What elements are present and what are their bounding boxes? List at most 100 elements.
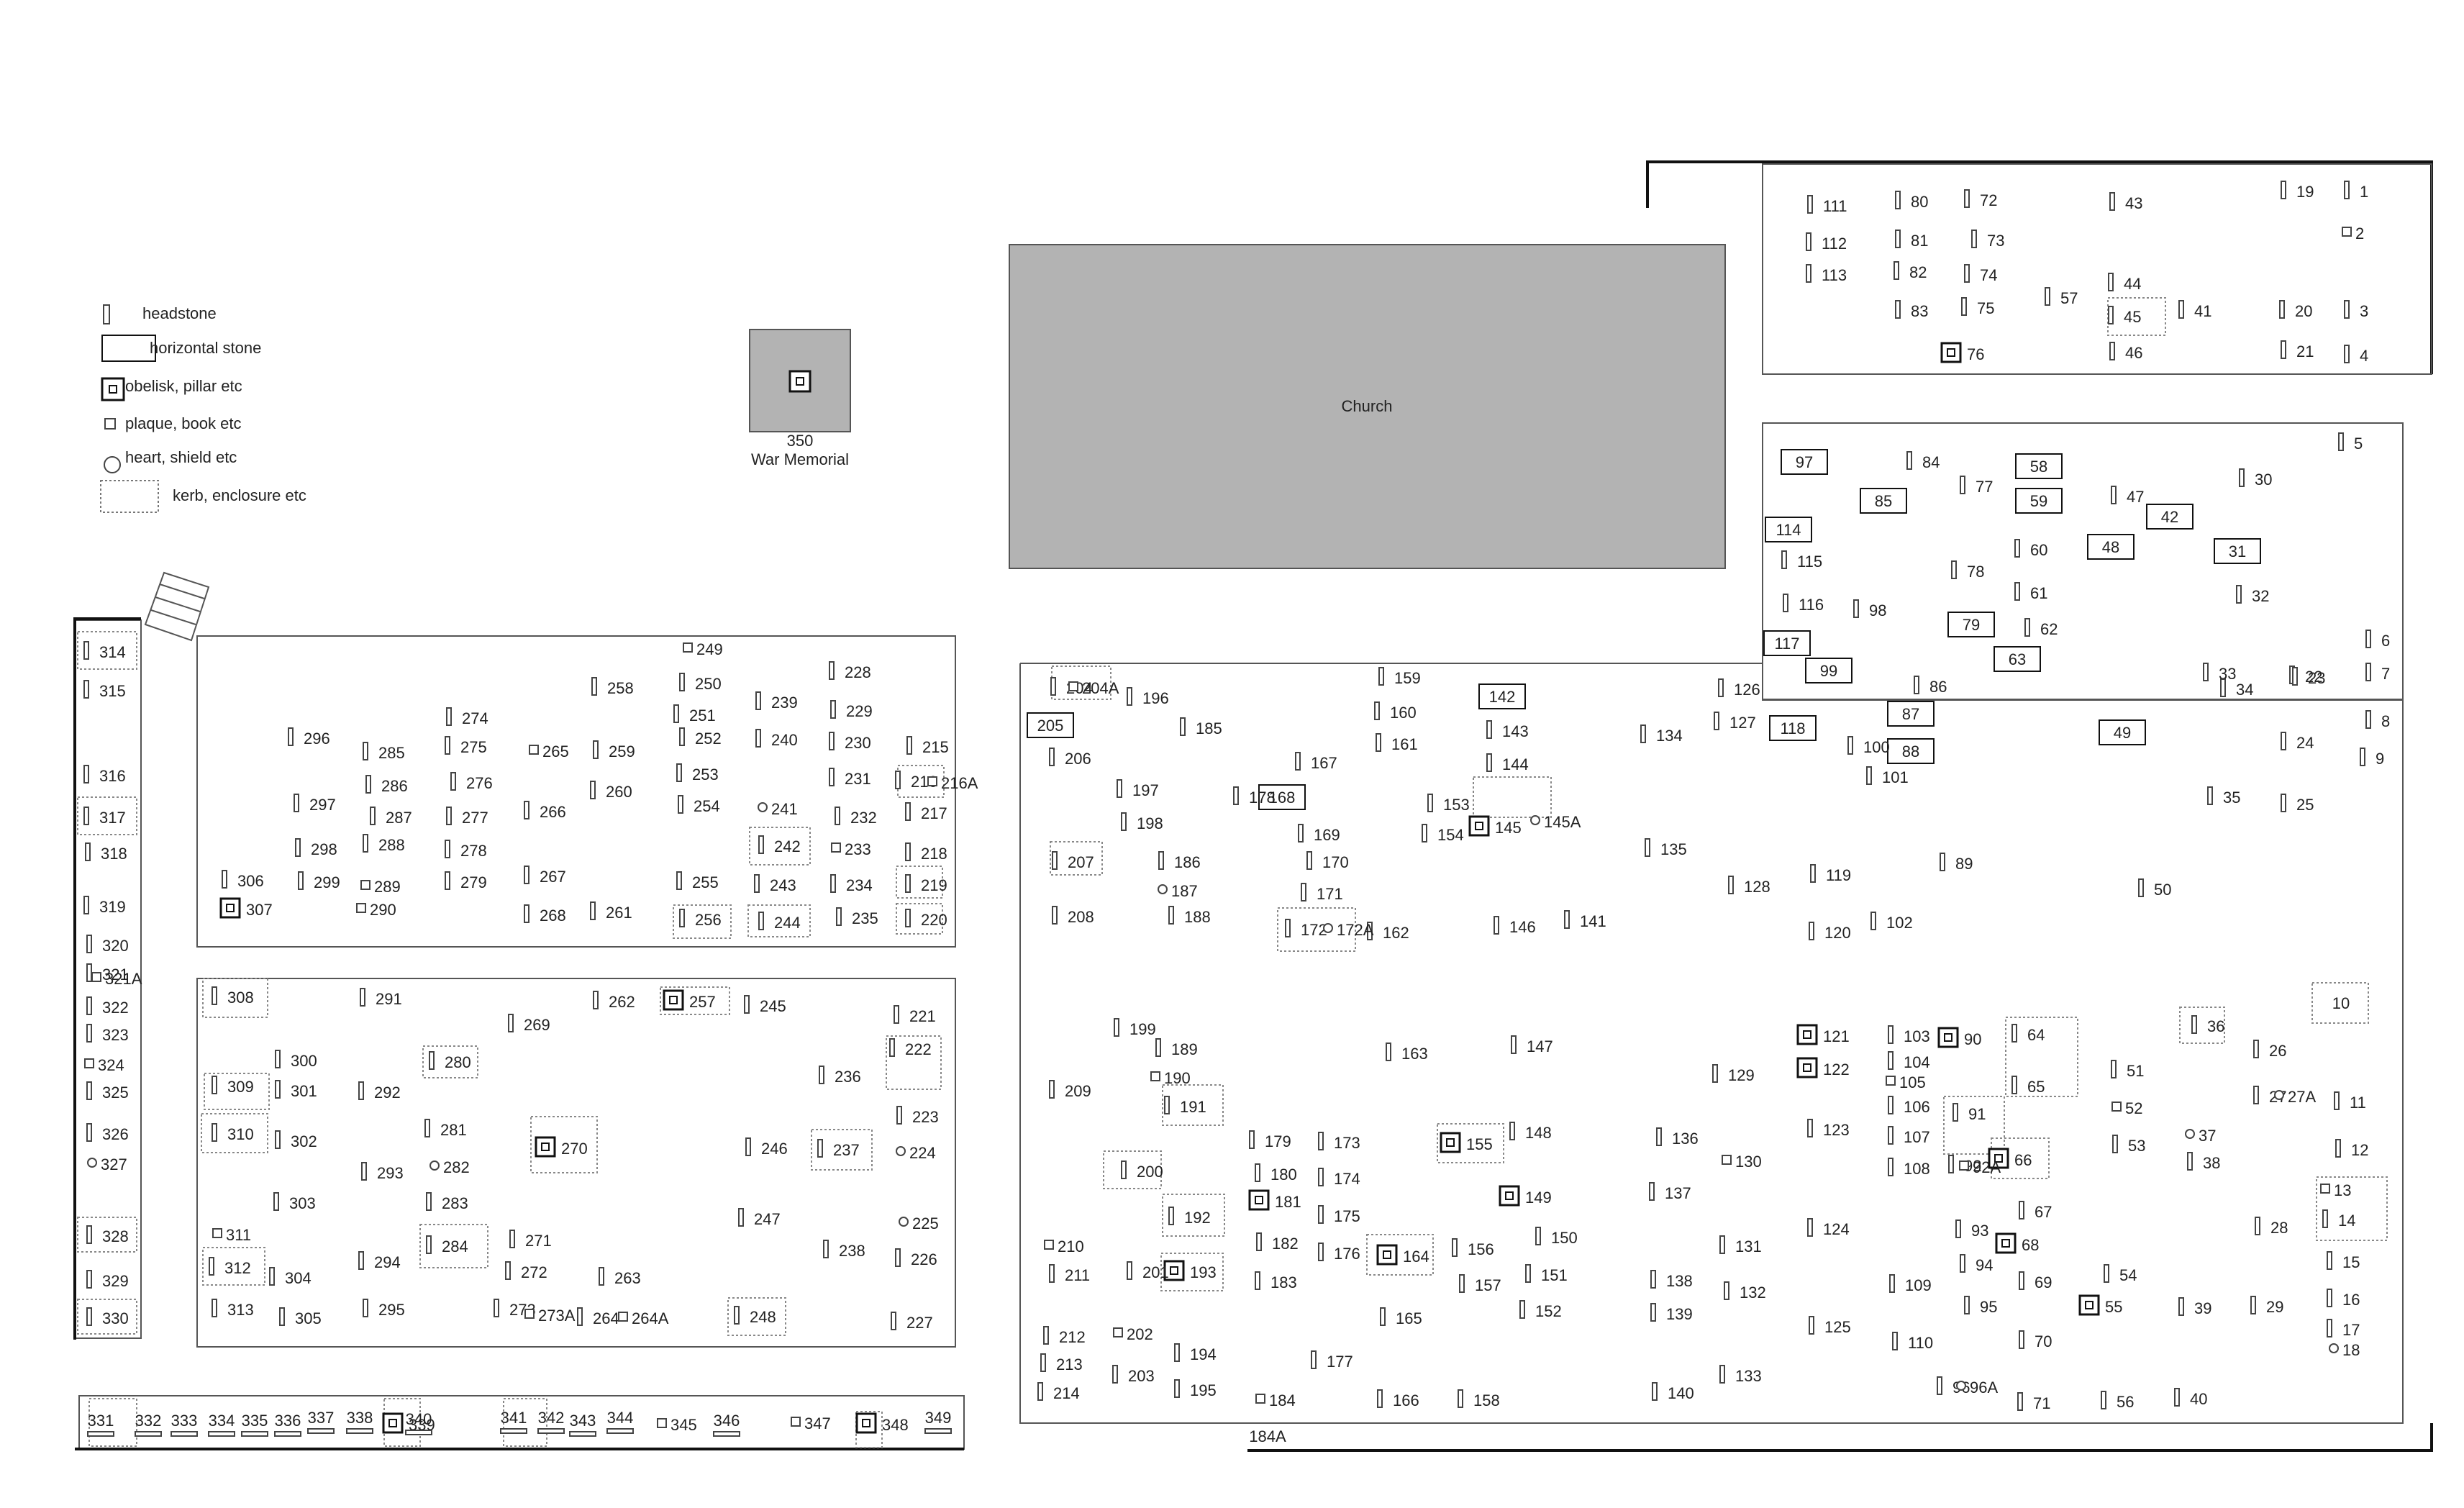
grave-plot-103[interactable]: 103 [1888, 1025, 1930, 1045]
grave-plot-114[interactable]: 114 [1765, 517, 1812, 542]
grave-plot-12[interactable]: 12 [2335, 1139, 2368, 1159]
grave-plot-87[interactable]: 87 [1887, 701, 1935, 727]
grave-plot-40[interactable]: 40 [2174, 1388, 2207, 1408]
grave-plot-216A[interactable]: 216A [927, 774, 978, 792]
grave-plot-197[interactable]: 197 [1117, 779, 1159, 799]
grave-plot-142[interactable]: 142 [1478, 683, 1526, 709]
grave-plot-284[interactable]: 284 [426, 1235, 468, 1255]
grave-plot-125[interactable]: 125 [1809, 1316, 1851, 1336]
grave-plot-188[interactable]: 188 [1168, 906, 1211, 926]
grave-plot-196[interactable]: 196 [1127, 687, 1169, 707]
grave-plot-288[interactable]: 288 [363, 834, 405, 854]
grave-plot-210[interactable]: 210 [1044, 1237, 1084, 1255]
grave-plot-72[interactable]: 72 [1964, 189, 1997, 209]
grave-plot-263[interactable]: 263 [599, 1267, 641, 1287]
grave-plot-61[interactable]: 61 [2014, 582, 2047, 602]
grave-plot-60[interactable]: 60 [2014, 539, 2047, 559]
grave-plot-25[interactable]: 25 [2281, 794, 2314, 814]
grave-plot-145[interactable]: 145 [1468, 815, 1522, 837]
grave-plot-204A[interactable]: 204A [1068, 679, 1119, 697]
grave-plot-321[interactable]: 321 [86, 963, 129, 984]
grave-plot-7[interactable]: 7 [2365, 663, 2390, 683]
grave-plot-213[interactable]: 213 [1040, 1353, 1083, 1373]
grave-plot-84[interactable]: 84 [1906, 451, 1940, 471]
grave-plot-194[interactable]: 194 [1174, 1343, 1217, 1363]
grave-plot-14[interactable]: 14 [2322, 1209, 2355, 1230]
grave-plot-293[interactable]: 293 [361, 1162, 404, 1182]
grave-plot-161[interactable]: 161 [1376, 733, 1418, 753]
grave-plot-145A[interactable]: 145A [1530, 813, 1581, 831]
grave-plot-282[interactable]: 282 [429, 1158, 470, 1176]
grave-plot-147[interactable]: 147 [1511, 1035, 1553, 1055]
grave-plot-257[interactable]: 257 [663, 989, 716, 1011]
grave-plot-149[interactable]: 149 [1499, 1185, 1552, 1207]
grave-plot-132[interactable]: 132 [1724, 1281, 1766, 1302]
grave-plot-101[interactable]: 101 [1866, 766, 1909, 786]
grave-plot-322[interactable]: 322 [86, 996, 129, 1017]
grave-plot-134[interactable]: 134 [1640, 725, 1683, 745]
grave-plot-86[interactable]: 86 [1914, 676, 1947, 696]
grave-plot-23[interactable]: 23 [2292, 667, 2325, 687]
grave-plot-270[interactable]: 270 [535, 1136, 588, 1158]
grave-plot-152[interactable]: 152 [1519, 1300, 1562, 1320]
grave-plot-16[interactable]: 16 [2327, 1289, 2360, 1309]
grave-plot-209[interactable]: 209 [1049, 1080, 1091, 1100]
grave-plot-83[interactable]: 83 [1895, 300, 1928, 320]
grave-plot-344[interactable]: 344 [606, 1409, 634, 1434]
grave-plot-123[interactable]: 123 [1807, 1119, 1850, 1139]
grave-plot-2[interactable]: 2 [2342, 224, 2364, 242]
grave-plot-280[interactable]: 280 [429, 1051, 471, 1071]
grave-plot-175[interactable]: 175 [1318, 1205, 1360, 1225]
grave-plot-41[interactable]: 41 [2178, 300, 2211, 320]
grave-plot-190[interactable]: 190 [1150, 1069, 1191, 1087]
grave-plot-258[interactable]: 258 [591, 677, 634, 697]
grave-plot-171[interactable]: 171 [1301, 883, 1343, 903]
grave-plot-262[interactable]: 262 [593, 991, 635, 1011]
grave-plot-144[interactable]: 144 [1486, 753, 1529, 773]
grave-plot-247[interactable]: 247 [738, 1208, 781, 1228]
grave-plot-309[interactable]: 309 [212, 1076, 254, 1096]
grave-plot-117[interactable]: 117 [1763, 630, 1811, 656]
grave-plot-20[interactable]: 20 [2279, 300, 2312, 320]
grave-plot-112[interactable]: 112 [1806, 232, 1847, 253]
grave-plot-57[interactable]: 57 [2045, 287, 2078, 307]
grave-plot-58[interactable]: 58 [2015, 453, 2063, 479]
grave-plot-183[interactable]: 183 [1255, 1271, 1297, 1291]
grave-plot-198[interactable]: 198 [1121, 812, 1163, 832]
grave-plot-73[interactable]: 73 [1971, 230, 2004, 250]
grave-plot-308[interactable]: 308 [212, 986, 254, 1007]
grave-plot-155[interactable]: 155 [1440, 1132, 1493, 1153]
grave-plot-15[interactable]: 15 [2327, 1251, 2360, 1271]
grave-plot-118[interactable]: 118 [1769, 715, 1817, 741]
grave-plot-176[interactable]: 176 [1318, 1243, 1360, 1263]
grave-plot-336[interactable]: 336 [274, 1412, 301, 1437]
grave-plot-244[interactable]: 244 [758, 912, 801, 932]
grave-plot-239[interactable]: 239 [755, 691, 798, 712]
grave-plot-85[interactable]: 85 [1860, 488, 1907, 514]
grave-plot-62[interactable]: 62 [2024, 618, 2058, 638]
grave-plot-192[interactable]: 192 [1168, 1207, 1211, 1227]
grave-plot-224[interactable]: 224 [896, 1144, 936, 1162]
grave-plot-260[interactable]: 260 [590, 781, 632, 801]
grave-plot-66[interactable]: 66 [1988, 1148, 2032, 1169]
grave-plot-191[interactable]: 191 [1164, 1096, 1206, 1116]
grave-plot-243[interactable]: 243 [754, 874, 796, 894]
grave-plot-122[interactable]: 122 [1796, 1057, 1850, 1078]
grave-plot-110[interactable]: 110 [1892, 1332, 1933, 1352]
grave-plot-21[interactable]: 21 [2281, 340, 2314, 360]
grave-plot-245[interactable]: 245 [744, 995, 786, 1015]
grave-plot-148[interactable]: 148 [1509, 1122, 1552, 1142]
grave-plot-232[interactable]: 232 [835, 807, 877, 827]
grave-plot-254[interactable]: 254 [678, 795, 720, 815]
grave-plot-267[interactable]: 267 [524, 866, 566, 886]
grave-plot-154[interactable]: 154 [1422, 824, 1464, 844]
grave-plot-96A[interactable]: 96A [1956, 1378, 1998, 1396]
grave-plot-331[interactable]: 331 [87, 1412, 114, 1437]
grave-plot-290[interactable]: 290 [356, 901, 396, 919]
grave-plot-296[interactable]: 296 [288, 727, 330, 748]
grave-plot-177[interactable]: 177 [1311, 1350, 1353, 1371]
grave-plot-150[interactable]: 150 [1535, 1227, 1578, 1247]
grave-plot-256[interactable]: 256 [679, 909, 722, 929]
grave-plot-120[interactable]: 120 [1809, 922, 1851, 942]
grave-plot-94[interactable]: 94 [1960, 1254, 1993, 1274]
